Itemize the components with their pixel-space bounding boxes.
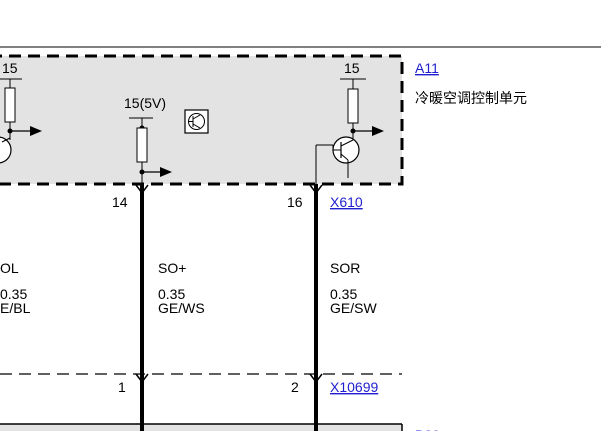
right-circuit — [315, 78, 384, 184]
wire-signal-label: SO+ — [158, 260, 186, 276]
middle-circuit — [129, 117, 172, 184]
wire-size-label: 0.35 — [0, 286, 27, 302]
mid-supply-label: 15(5V) — [124, 95, 166, 111]
transistor-box-icon — [184, 109, 209, 134]
right-supply-label: 15 — [344, 60, 360, 76]
connector-top-link[interactable]: X610 — [330, 194, 363, 210]
wire-signal-label: OL — [0, 260, 19, 276]
wire-color-label: E/BL — [0, 300, 31, 316]
connector-top-pin-14: 14 — [112, 194, 128, 210]
wire-color-label: GE/WS — [158, 300, 205, 316]
wire-size-label: 0.35 — [330, 286, 357, 302]
connector-bottom-pin-1: 1 — [118, 379, 126, 395]
resistor-right — [347, 88, 359, 124]
connector-marker — [135, 373, 323, 384]
connector-bottom-link[interactable]: X10699 — [330, 379, 378, 395]
left-supply-label: 15 — [2, 60, 18, 76]
bottom-module-link[interactable]: B20 — [415, 427, 440, 431]
resistor-middle — [136, 127, 148, 163]
resistor-left — [4, 87, 16, 123]
left-circuit — [0, 78, 42, 164]
transistor-left-icon — [0, 136, 12, 164]
arrow-right-icon — [30, 126, 42, 136]
module-name: 冷暖空调控制单元 — [415, 91, 527, 107]
wire-signal-label: SOR — [330, 260, 360, 276]
arrow-right-icon — [372, 126, 384, 136]
connector-bottom-pin-2: 2 — [291, 379, 299, 395]
wire-color-label: GE/SW — [330, 300, 377, 316]
module-id-link[interactable]: A11 — [415, 60, 439, 76]
arrow-right-icon — [160, 167, 172, 177]
module-b20-box — [0, 423, 403, 431]
connector-top-pin-16: 16 — [287, 194, 303, 210]
wire-size-label: 0.35 — [158, 286, 185, 302]
connector-marker — [135, 184, 323, 195]
